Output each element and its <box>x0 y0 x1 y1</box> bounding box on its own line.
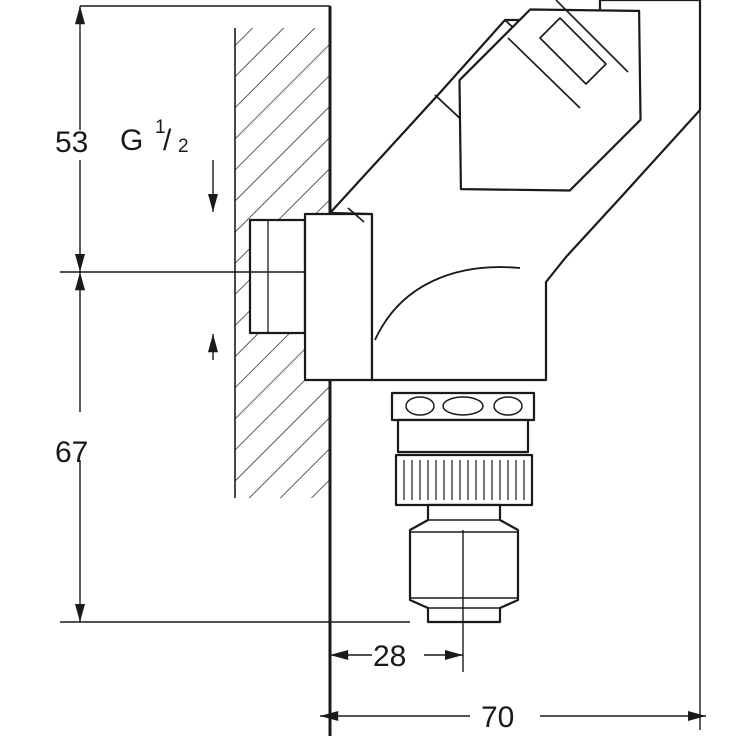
dim-label-53: 53 <box>55 126 88 159</box>
collar-detail-mid <box>442 396 484 416</box>
thread-callout-numerator: 1 <box>155 117 166 138</box>
collar-detail-left <box>405 396 435 416</box>
outlet-collar-2 <box>396 418 530 454</box>
knurled-ring <box>394 453 534 507</box>
dim-label-67: 67 <box>55 436 88 469</box>
valve-body <box>248 0 702 624</box>
collar-detail-right <box>493 396 523 416</box>
wall-thread-spigot <box>248 218 307 335</box>
thread-callout-prefix: G <box>120 124 143 157</box>
thread-callout-slash: / <box>163 124 172 157</box>
arm-nut-facet <box>539 17 607 85</box>
elbow-inner-curve <box>374 266 521 341</box>
hose-nozzle <box>408 503 520 624</box>
fillet-line <box>347 207 365 223</box>
knurl-lines <box>403 460 525 500</box>
thread-callout-g12: G 1 / 2 <box>120 117 189 157</box>
dimension-lines <box>60 5 706 730</box>
thread-callout-denominator: 2 <box>178 136 189 157</box>
body-wall-block <box>303 212 374 382</box>
dim-label-28: 28 <box>373 640 406 673</box>
dim-label-70: 70 <box>481 701 514 734</box>
